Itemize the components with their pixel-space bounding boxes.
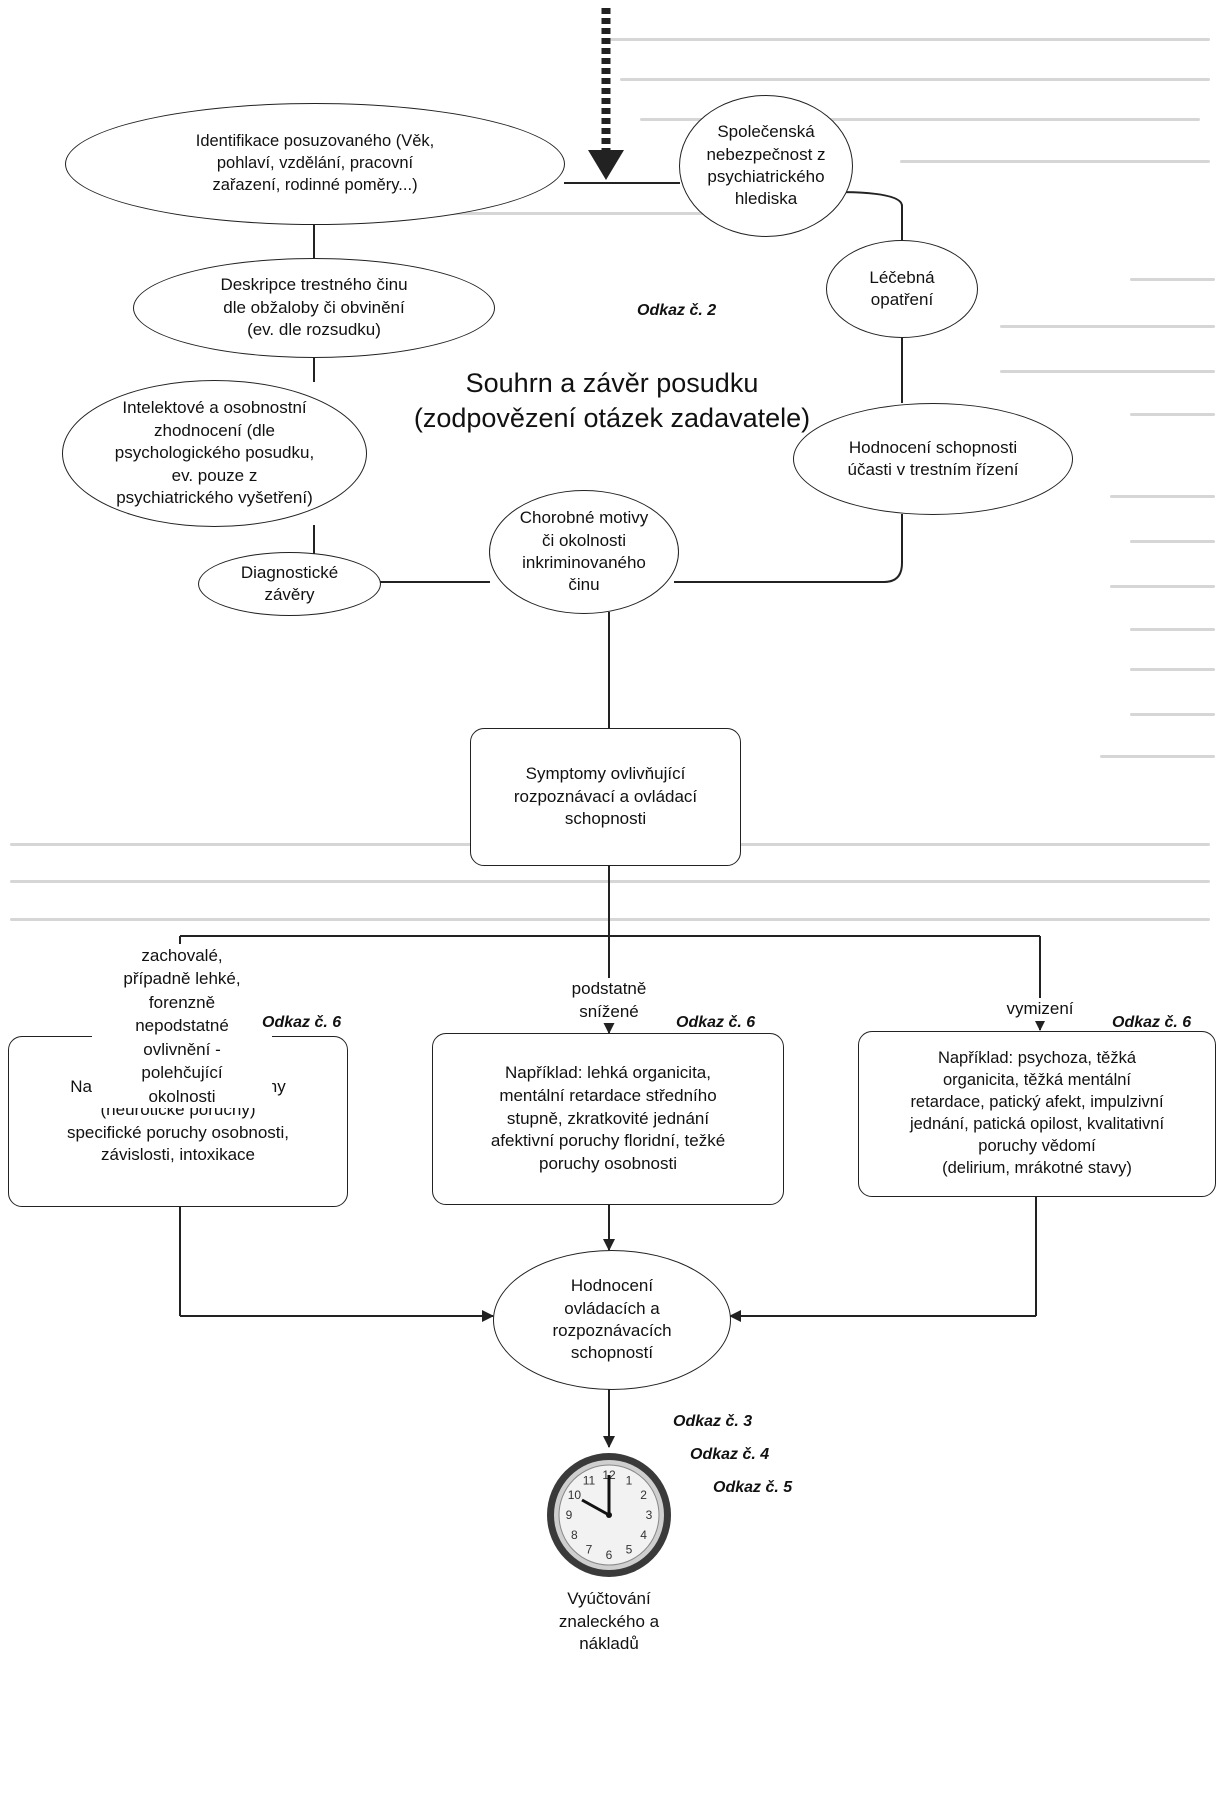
reference-6-mid: Odkaz č. 6 [676,1014,756,1031]
clock-numeral: 2 [640,1488,647,1502]
clock-numeral: 10 [568,1488,582,1502]
reference-5: Odkaz č. 5 [713,1479,793,1496]
reference-4: Odkaz č. 4 [690,1446,770,1463]
reference-3: Odkaz č. 3 [673,1413,753,1430]
example-mid-box: Například: lehká organicita, mentální re… [432,1033,784,1205]
clock-numeral: 3 [646,1508,653,1522]
motives-node: Chorobné motivy či okolnosti inkriminova… [489,490,679,614]
identification-node: Identifikace posuzovaného (Věk, pohlaví,… [65,103,565,225]
social-danger-node: Společenská nebezpečnost z psychiatrické… [679,95,853,237]
trial-ability-node: Hodnocení schopnosti účasti v trestním ř… [793,403,1073,515]
personality-node: Intelektové a osobnostní zhodnocení (dle… [62,380,367,527]
clock-numeral: 1 [626,1473,633,1487]
branch-label-mid: podstatně snížené [539,978,679,1024]
clock-numeral: 4 [640,1528,647,1542]
clock-numeral: 8 [571,1528,578,1542]
branch-label-left: zachovalé, případně lehké, forenzně nepo… [92,944,272,1109]
reference-6-left: Odkaz č. 6 [262,1014,342,1031]
diagnostics-node: Diagnostické závěry [198,552,381,616]
symptoms-box: Symptomy ovlivňující rozpoznávací a ovlá… [470,728,741,866]
evaluation-node: Hodnocení ovládacích a rozpoznávacích sc… [493,1250,731,1390]
clock-icon: 121234567891011 [547,1453,671,1577]
treatment-node: Léčebná opatření [826,240,978,338]
clock-numeral: 11 [583,1473,596,1487]
diagram-title: Souhrn a závěr posudku (zodpovězení otáz… [413,368,811,434]
clock-numeral: 5 [626,1543,633,1557]
crime-description-node: Deskripce trestného činu dle obžaloby či… [133,258,495,358]
clock-numeral: 9 [566,1508,573,1522]
clock-numeral: 7 [586,1543,593,1557]
billing-label: Vyúčtování znaleckého a nákladů [558,1589,660,1654]
clock-numeral: 6 [606,1548,613,1562]
reference-2: Odkaz č. 2 [637,302,717,319]
example-right-box: Například: psychoza, těžká organicita, t… [858,1031,1216,1197]
branch-label-right: vymizení [980,998,1100,1021]
reference-6-right: Odkaz č. 6 [1112,1014,1192,1031]
